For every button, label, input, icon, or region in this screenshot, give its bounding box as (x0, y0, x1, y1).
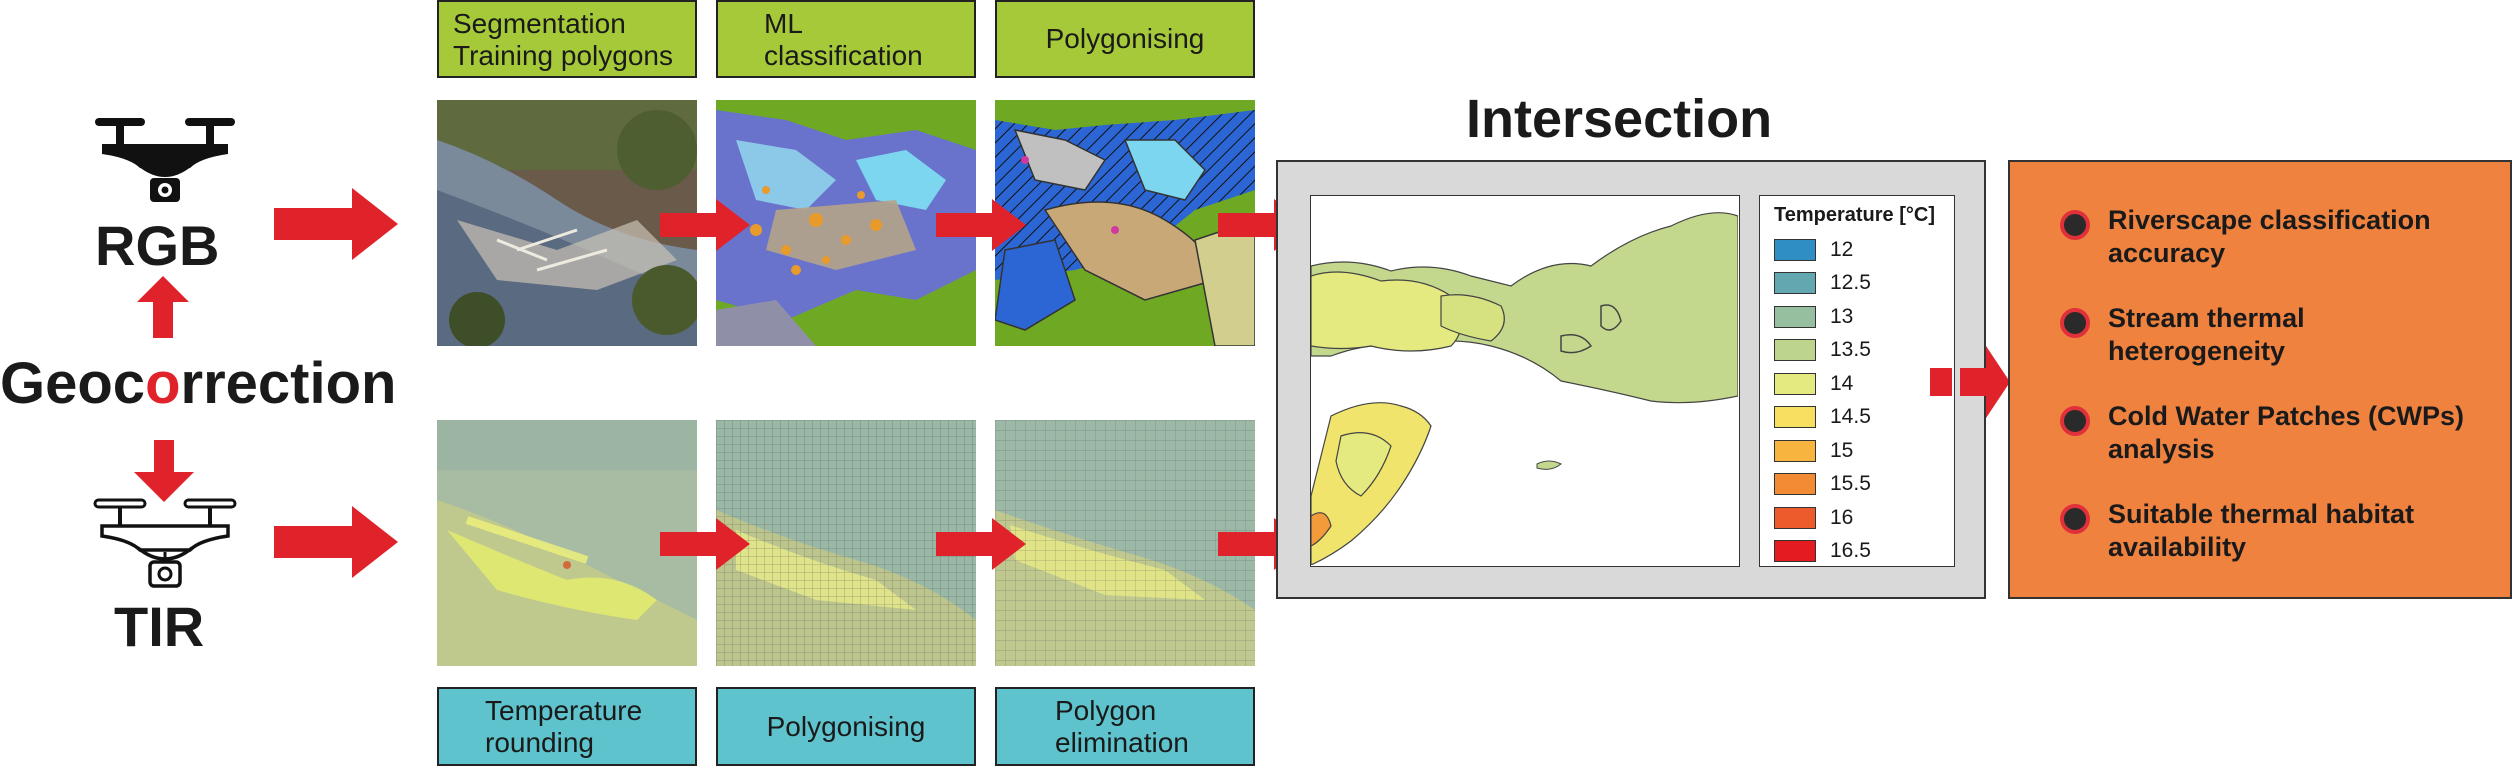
tir-polygonised-map (716, 420, 976, 666)
legend-label: 14.5 (1830, 405, 1871, 429)
tir-to-rounding-arrow (274, 506, 398, 578)
geocorrection-part-1: Geoc (0, 351, 146, 416)
legend-swatch (1774, 506, 1816, 529)
legend-row: 13 (1774, 300, 1954, 334)
legend-swatch (1774, 238, 1816, 261)
geocorrection-label: Geocorrection (0, 350, 396, 417)
rgb-to-segmentation-arrow (274, 188, 398, 260)
legend-title: Temperature [°C] (1774, 204, 1935, 226)
legend-rows: 12 12.5 13 13.5 14 14.5 15 15.5 16 16.5 (1774, 233, 1954, 568)
output-item-3: Cold Water Patches (CWPs)analysis (2060, 400, 2464, 466)
tir-step-temperature-rounding: Temperature rounding (437, 687, 697, 766)
legend-label: 12 (1830, 237, 1854, 261)
tir-label: TIR (114, 595, 205, 658)
output-bullet-icon (2060, 210, 2090, 240)
tir-arrow-1 (660, 518, 750, 570)
legend-label: 16.5 (1830, 539, 1871, 563)
tir-thermal-image (437, 420, 697, 666)
arrow-down-icon (134, 440, 194, 502)
outputs-arrowhead (1986, 346, 2008, 418)
geocorrection-highlight: o (145, 351, 181, 416)
rgb-ml-classification-map (716, 100, 976, 346)
rgb-step-ml-line2: classification (764, 40, 923, 71)
rgb-step-segmentation: Segmentation Training polygons (437, 0, 697, 78)
legend-swatch (1774, 272, 1816, 295)
legend-label: 13 (1830, 304, 1854, 328)
rgb-arrow-2 (936, 199, 1026, 251)
intersection-title: Intersection (1466, 89, 1773, 149)
legend-swatch (1774, 473, 1816, 496)
rgb-label: RGB (95, 214, 220, 277)
output-3-line2: analysis (2108, 434, 2215, 464)
legend-swatch (1774, 305, 1816, 328)
tir-step-rounding-line1: Temperature (485, 695, 643, 726)
output-1-line2: accuracy (2108, 238, 2226, 268)
legend-row: 15.5 (1774, 468, 1954, 502)
tir-step-polygonising: Polygonising (716, 687, 976, 766)
arrow-up-icon (137, 276, 189, 338)
rgb-step-segmentation-line2: Training polygons (453, 40, 673, 71)
temperature-legend: Temperature [°C] 12 12.5 13 13.5 14 14.5 15 15.… (1759, 195, 1955, 567)
legend-label: 14 (1830, 371, 1854, 395)
rgb-step-ml-line1: ML (764, 8, 803, 39)
output-text-3: Cold Water Patches (CWPs)analysis (2108, 400, 2464, 466)
rgb-polygonised-map (995, 100, 1255, 346)
legend-swatch (1774, 406, 1816, 429)
legend-swatch (1774, 372, 1816, 395)
output-1-line1: Riverscape classification (2108, 205, 2431, 235)
legend-label: 12.5 (1830, 271, 1871, 295)
legend-row: 14.5 (1774, 401, 1954, 435)
tir-step-rounding-line2: rounding (485, 727, 594, 758)
output-bullet-icon (2060, 406, 2090, 436)
rgb-step-ml-classification: ML classification (716, 0, 976, 78)
output-4-line1: Suitable thermal habitat (2108, 499, 2415, 529)
legend-swatch (1774, 339, 1816, 362)
geocorrection-part-2: rrection (180, 351, 397, 416)
tir-step-elimination-line2: elimination (1055, 727, 1189, 758)
rgb-step-segmentation-line1: Segmentation (453, 8, 626, 39)
intersection-map (1310, 195, 1740, 567)
tir-polygon-elimination-map (995, 420, 1255, 666)
legend-swatch (1774, 439, 1816, 462)
output-2-line1: Stream thermal (2108, 303, 2305, 333)
tir-drone-icon (93, 498, 237, 588)
legend-row: 15 (1774, 434, 1954, 468)
intersection-panel: Temperature [°C] 12 12.5 13 13.5 14 14.5 15 15.… (1276, 160, 1986, 599)
legend-row: 12 (1774, 233, 1954, 267)
rgb-arrow-1 (660, 199, 750, 251)
output-2-line2: heterogeneity (2108, 336, 2286, 366)
legend-row: 12.5 (1774, 267, 1954, 301)
rgb-drone-icon (95, 118, 235, 202)
rgb-aerial-photo (437, 100, 697, 346)
legend-label: 13.5 (1830, 338, 1871, 362)
legend-label: 15.5 (1830, 472, 1871, 496)
legend-row: 16.5 (1774, 535, 1954, 569)
legend-label: 15 (1830, 438, 1854, 462)
tir-step-polygonising-label: Polygonising (766, 710, 926, 742)
tir-arrow-2 (936, 518, 1026, 570)
legend-row: 16 (1774, 501, 1954, 535)
tir-step-elimination-line1: Polygon (1055, 695, 1157, 726)
tir-step-polygon-elimination: Polygon elimination (995, 687, 1255, 766)
output-4-line2: availability (2108, 532, 2247, 562)
legend-swatch (1774, 540, 1816, 563)
legend-label: 16 (1830, 505, 1854, 529)
legend-row: 13.5 (1774, 334, 1954, 368)
rgb-step-polygonising: Polygonising (995, 0, 1255, 78)
output-bullet-icon (2060, 308, 2090, 338)
legend-row: 14 (1774, 367, 1954, 401)
output-bullet-icon (2060, 504, 2090, 534)
rgb-step-polygonising-label: Polygonising (1045, 23, 1205, 54)
output-3-line1: Cold Water Patches (CWPs) (2108, 401, 2465, 431)
